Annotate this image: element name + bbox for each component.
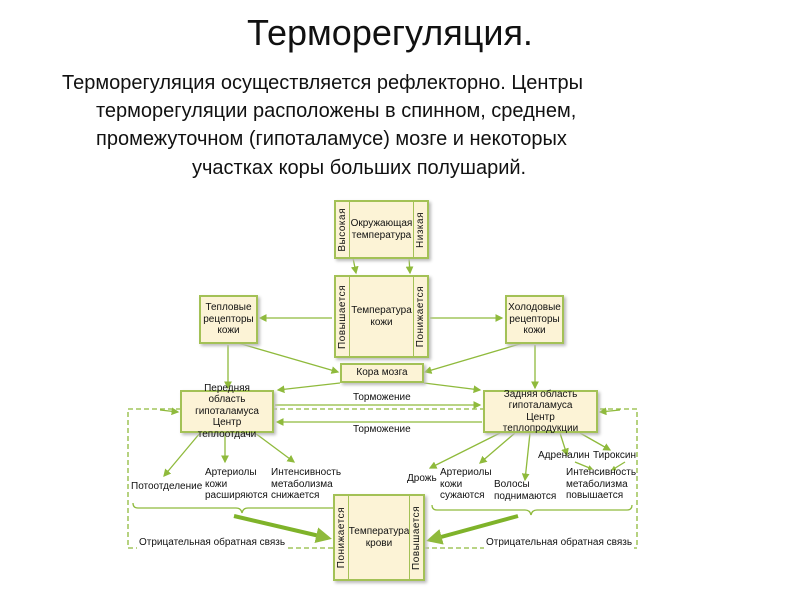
hormone-thyroxine: Тироксин [593, 450, 636, 461]
ambient-temperature-box: Высокая Окружающая температура Низкая [334, 200, 429, 259]
skin-rises-label: Повышается [336, 277, 350, 356]
inhibition-label: Торможение [353, 392, 411, 403]
cold-receptors-box: Холодовые рецепторы кожи [505, 295, 564, 344]
skin-temperature-box: Повышается Температура кожи Понижается [334, 275, 429, 358]
feedback-loop [127, 408, 638, 549]
hormone-adrenaline: Адреналин [538, 450, 590, 461]
paragraph-line: участках коры больших полушарий. [192, 157, 527, 179]
effect-arterioles-constrict: Артериолы кожи сужаются [440, 467, 492, 501]
blood-rises-label: Повышается [409, 496, 423, 579]
heat-receptors-box: Тепловые рецепторы кожи [199, 295, 258, 344]
negative-feedback-left: Отрицательная обратная связь [137, 537, 288, 549]
slide-title: Терморегуляция. [247, 12, 533, 53]
negative-feedback-right: Отрицательная обратная связь [484, 537, 635, 549]
ambient-high-label: Высокая [336, 202, 350, 257]
effect-shivering: Дрожь [407, 473, 437, 484]
effect-sweating: Потоотделение [131, 481, 203, 492]
posterior-hypothalamus-box: Задняя область гипоталамуса Центр теплоп… [483, 389, 598, 434]
skin-falls-label: Понижается [413, 277, 427, 356]
blood-label: Температура крови [348, 526, 410, 549]
paragraph-line: терморегуляции расположены в спинном, ср… [96, 100, 577, 122]
effect-metabolism-increases: Интенсивность метаболизма повышается [566, 467, 637, 501]
paragraph-line: промежуточном (гипоталамусе) мозге и нек… [96, 128, 567, 150]
inhibition-label: Торможение [353, 424, 411, 435]
ambient-label: Окружающая температура [350, 218, 413, 241]
cortex-box: Кора мозга [340, 363, 424, 383]
paragraph-line: Терморегуляция осуществляется рефлекторн… [62, 72, 584, 94]
effect-metabolism-decreases: Интенсивность метаболизма снижается [271, 467, 342, 501]
effect-hair-rises: Волосы поднимаются [494, 479, 557, 502]
ambient-low-label: Низкая [413, 202, 427, 257]
anterior-hypothalamus-box: Передняя область гипоталамуса Центр тепл… [180, 383, 274, 440]
effect-arterioles-dilate: Артериолы кожи расширяются [205, 467, 268, 501]
blood-temperature-box: Понижается Температура крови Повышается [333, 494, 425, 581]
skin-label: Температура кожи [351, 305, 412, 328]
blood-falls-label: Понижается [335, 496, 349, 579]
